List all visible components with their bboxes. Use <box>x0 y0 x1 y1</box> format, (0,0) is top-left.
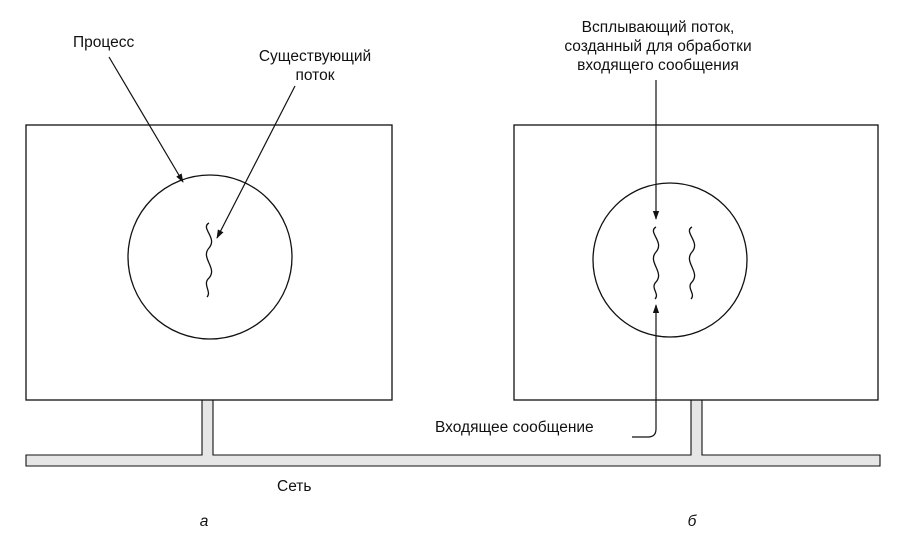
process-label: Процесс <box>73 34 134 51</box>
process-circle-b <box>592 182 748 338</box>
existing-thread-icon <box>205 222 213 298</box>
existing-thread-arrow <box>216 85 296 239</box>
existing-thread-label-line2: поток <box>296 67 335 84</box>
caption-b: б <box>688 513 698 530</box>
machine-b <box>513 124 879 401</box>
popup-thread-icon <box>652 226 660 300</box>
popup-thread-label-line2: созданный для обработки <box>564 38 751 55</box>
arrows <box>108 56 660 438</box>
process-circle-a <box>127 174 293 340</box>
existing-thread-label-line1: Существующий <box>259 48 371 65</box>
existing-thread-b-icon <box>688 226 696 300</box>
machine-a <box>25 124 393 401</box>
network-label: Сеть <box>277 478 311 495</box>
labels: Процесс Существующий поток Всплывающий п… <box>73 19 752 530</box>
caption-a: а <box>200 513 209 530</box>
popup-thread-label-line1: Всплывающий поток, <box>582 19 735 36</box>
incoming-message-arrow <box>632 304 660 438</box>
popup-thread-label-line3: входящего сообщения <box>577 57 739 74</box>
incoming-message-label: Входящее сообщение <box>435 419 594 436</box>
process-arrow <box>108 56 184 183</box>
